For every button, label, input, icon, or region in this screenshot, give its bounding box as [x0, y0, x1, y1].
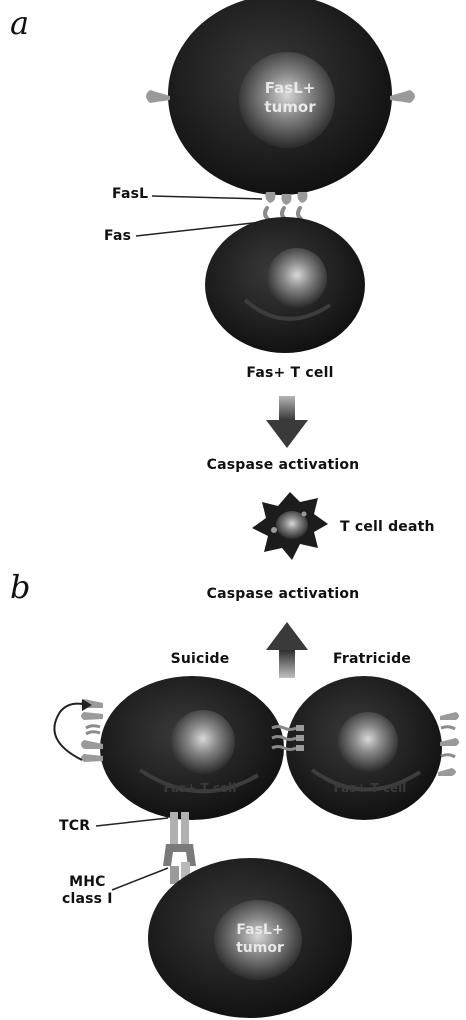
tumor-cell-bottom: FasL+ tumor	[148, 858, 352, 1018]
fas-label: Fas	[104, 228, 131, 244]
t-cell-left-faint-label: Fas+ T cell	[164, 781, 237, 795]
tumor-cell-top: FasL+ tumor	[146, 0, 415, 205]
mhc-class-i-label: MHC class I	[62, 874, 113, 908]
tumor-top-label-line2: tumor	[264, 98, 316, 116]
caspase-activation-top-label: Caspase activation	[207, 457, 360, 473]
t-cell-death-label: T cell death	[340, 519, 435, 535]
tumor-bottom-label-line2: tumor	[236, 940, 284, 956]
caspase-activation-bottom-label: Caspase activation	[207, 586, 360, 602]
fratricide-label: Fratricide	[333, 651, 411, 667]
suicide-label: Suicide	[171, 651, 230, 667]
suicide-curved-arrow	[54, 699, 92, 760]
mhc-leader-line	[112, 868, 168, 890]
tumor-top-label-line1: FasL+	[265, 79, 316, 97]
arrow-down	[266, 396, 308, 448]
tcr-label: TCR	[59, 818, 90, 834]
fasl-label: FasL	[112, 186, 148, 202]
t-cell-nucleus	[267, 248, 327, 308]
fas-left-side	[86, 726, 100, 734]
fas-t-cell-label: Fas+ T cell	[246, 365, 333, 381]
t-cell-suicide: Fas+ T cell	[81, 676, 284, 820]
arrow-up	[266, 622, 308, 678]
fasl-right-side	[438, 712, 459, 776]
tcr-leader-line	[96, 818, 168, 826]
fasl-ligand-left	[146, 90, 170, 103]
fasl-ligand-right	[390, 90, 415, 103]
t-cell-top	[205, 217, 365, 353]
dying-t-cell	[252, 492, 328, 560]
mhc-label-line1: MHC	[62, 874, 113, 891]
t-cell-fratricide: Fas+ T cell	[286, 676, 459, 820]
t-cell-right-faint-label: Fas+ T cell	[334, 781, 407, 795]
fasl-leader-line	[152, 196, 262, 199]
tumor-bottom-label-line1: FasL+	[236, 922, 283, 938]
mhc-label-line2: class I	[62, 891, 113, 908]
